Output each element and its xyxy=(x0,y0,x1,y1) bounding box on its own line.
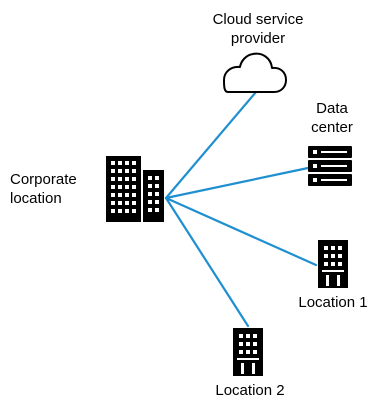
cloud-icon xyxy=(223,52,287,93)
corporate-location-label-line2: location xyxy=(10,190,62,207)
data-center-label-line1: Data xyxy=(316,100,348,117)
cloud-provider-label-line1: Cloud service xyxy=(212,11,304,28)
location-1-building-icon xyxy=(318,240,348,288)
location-2-building-icon xyxy=(233,328,263,376)
link-corporate-cloud xyxy=(164,90,258,200)
office-buildings-icon xyxy=(106,156,164,222)
link-corporate-location2 xyxy=(164,196,250,328)
corporate-location-label-line1: Corporate xyxy=(10,171,77,188)
data-center-label-line2: center xyxy=(311,119,353,136)
connection-lines xyxy=(164,90,318,328)
data-center-label: Data center xyxy=(300,99,364,137)
server-rack-icon xyxy=(308,146,352,186)
link-corporate-datacenter xyxy=(164,166,310,200)
location-1-label: Location 1 xyxy=(298,294,368,311)
cloud-provider-label-line2: provider xyxy=(230,30,286,47)
corporate-location-label: Corporate location xyxy=(10,170,100,208)
cloud-provider-label: Cloud service provider xyxy=(196,10,320,48)
location-2-label: Location 2 xyxy=(215,382,285,399)
link-corporate-location1 xyxy=(164,196,318,267)
